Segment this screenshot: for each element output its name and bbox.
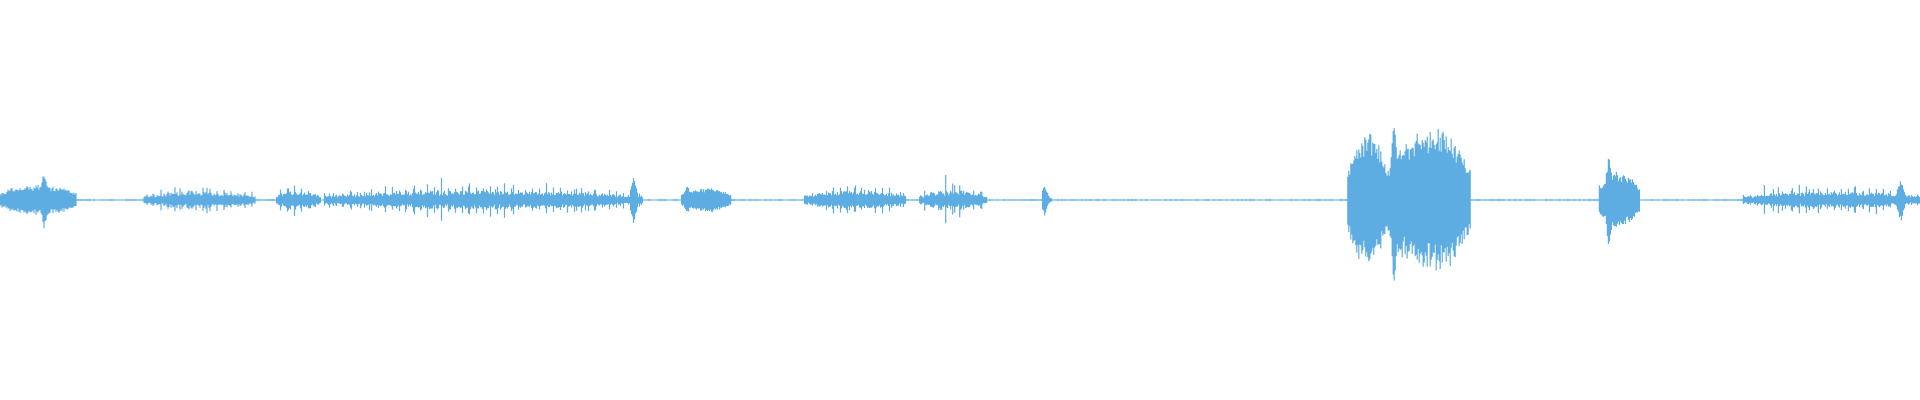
waveform-burst-9 [1387,127,1471,281]
waveform-burst-1 [0,176,77,229]
waveform-segments [0,127,1920,281]
waveform-click-1 [1042,186,1053,216]
waveform-burst-8 [1347,133,1389,262]
waveform-burst-5 [681,186,732,212]
waveform-burst-7 [919,175,988,224]
waveform-burst-10 [1598,158,1640,244]
waveform-noise-floor [0,198,1919,202]
waveform-burst-11 [1742,181,1920,221]
